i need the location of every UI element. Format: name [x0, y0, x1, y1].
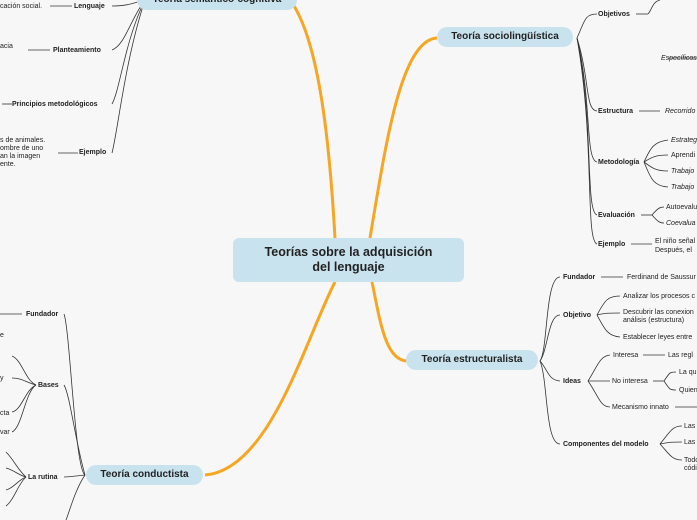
socio-objetivos-label[interactable]: Objetivos	[598, 11, 630, 18]
sem-planteamiento-text: acia	[0, 43, 13, 50]
node-teoria-estructuralista[interactable]: Teoría estructuralista	[406, 350, 538, 370]
estruct-ideas-label[interactable]: Ideas	[563, 378, 581, 385]
conduct-fundador-label[interactable]: Fundador	[26, 311, 59, 318]
sem-principios-label[interactable]: Principios metodológicos	[12, 101, 98, 108]
sem-lenguaje-text: cación social.	[0, 3, 43, 10]
estruct-obj-item-1: Analizar los procesos c	[623, 293, 695, 300]
estruct-comp-item-3: Todo	[684, 457, 697, 464]
sem-ejemplo-line2: ombre de uno	[0, 145, 44, 152]
estruct-obj-item-2b: análisis (estructura)	[623, 317, 685, 324]
estruct-interesa-text: Las regl	[668, 352, 693, 359]
socio-eval-item-2: Coevalua	[666, 220, 696, 227]
conduct-bases-frag-3: cta	[0, 410, 10, 417]
socio-met-item-1: Estrateg	[671, 137, 697, 144]
sem-ejemplo-line4: ente.	[0, 161, 16, 168]
node-teoria-sociolinguistica[interactable]: Teoría sociolingüística	[437, 27, 573, 47]
estruct-fundador-label[interactable]: Fundador	[563, 274, 596, 281]
node-teoria-semantico-cognitiva[interactable]: Teoría semántico-cognitiva	[137, 0, 297, 10]
estruct-comp-item-4: códi	[684, 465, 697, 472]
socio-met-item-4: Trabajo	[671, 184, 695, 191]
sem-lenguaje-label[interactable]: Lenguaje	[74, 3, 105, 10]
socio-ejemplo-label[interactable]: Ejemplo	[598, 241, 626, 248]
estruct-obj-item-2: Descubrir las conexion	[623, 309, 694, 316]
conduct-bases-frag-4: var	[0, 429, 10, 436]
estruct-comp-item-1: Las	[684, 423, 696, 430]
conduct-bases-frag-1: e	[0, 332, 4, 339]
estruct-fundador-text: Ferdinand de Saussur	[627, 274, 696, 281]
estruct-mecanismo-label[interactable]: Mecanismo innato	[612, 404, 669, 411]
estruct-comp-item-2: Las	[684, 439, 696, 446]
node-teoria-conductista[interactable]: Teoría conductista	[86, 465, 203, 485]
main-branches	[204, 0, 438, 477]
socio-ejemplo-line1: El niño señal	[655, 238, 696, 245]
sem-ejemplo-label[interactable]: Ejemplo	[79, 149, 107, 156]
sem-planteamiento-label[interactable]: Planteamiento	[53, 47, 101, 54]
central-topic-line2: del lenguaje	[312, 260, 385, 274]
conduct-rutina-label[interactable]: La rutina	[28, 474, 58, 481]
socio-estructura-text: Recorrido	[665, 108, 696, 115]
estruct-obj-item-3: Establecer leyes entre	[623, 334, 693, 341]
sem-ejemplo-line1: s de animales.	[0, 137, 46, 144]
socio-evaluacion-label[interactable]: Evaluación	[598, 212, 635, 219]
socio-met-item-3: Trabajo	[671, 168, 695, 175]
central-topic[interactable]: Teorías sobre la adquisición del lenguaj…	[233, 238, 464, 282]
conduct-bases-frag-2: y	[0, 375, 4, 382]
central-topic-line1: Teorías sobre la adquisición	[264, 245, 433, 259]
estruct-no-interesa-item-1: La qu	[679, 369, 697, 376]
estruct-interesa-label[interactable]: Interesa	[613, 352, 639, 359]
estruct-no-interesa-item-2: Quien	[679, 387, 697, 394]
socio-eval-item-1: Autoevalu	[666, 204, 697, 211]
socio-estructura-label[interactable]: Estructura	[598, 108, 634, 115]
socio-met-item-2: Aprendi	[671, 152, 696, 159]
conduct-bases-label[interactable]: Bases	[38, 382, 59, 389]
socio-metodologia-label[interactable]: Metodología	[598, 159, 640, 166]
estruct-componentes-label[interactable]: Componentes del modelo	[563, 441, 649, 448]
socio-especificos[interactable]: Específicos	[661, 55, 697, 62]
estruct-no-interesa-label[interactable]: No interesa	[612, 378, 648, 385]
sem-ejemplo-line3: an la imagen	[0, 153, 41, 160]
socio-ejemplo-line2: Después, el	[655, 247, 692, 254]
estruct-objetivo-label[interactable]: Objetivo	[563, 312, 592, 319]
